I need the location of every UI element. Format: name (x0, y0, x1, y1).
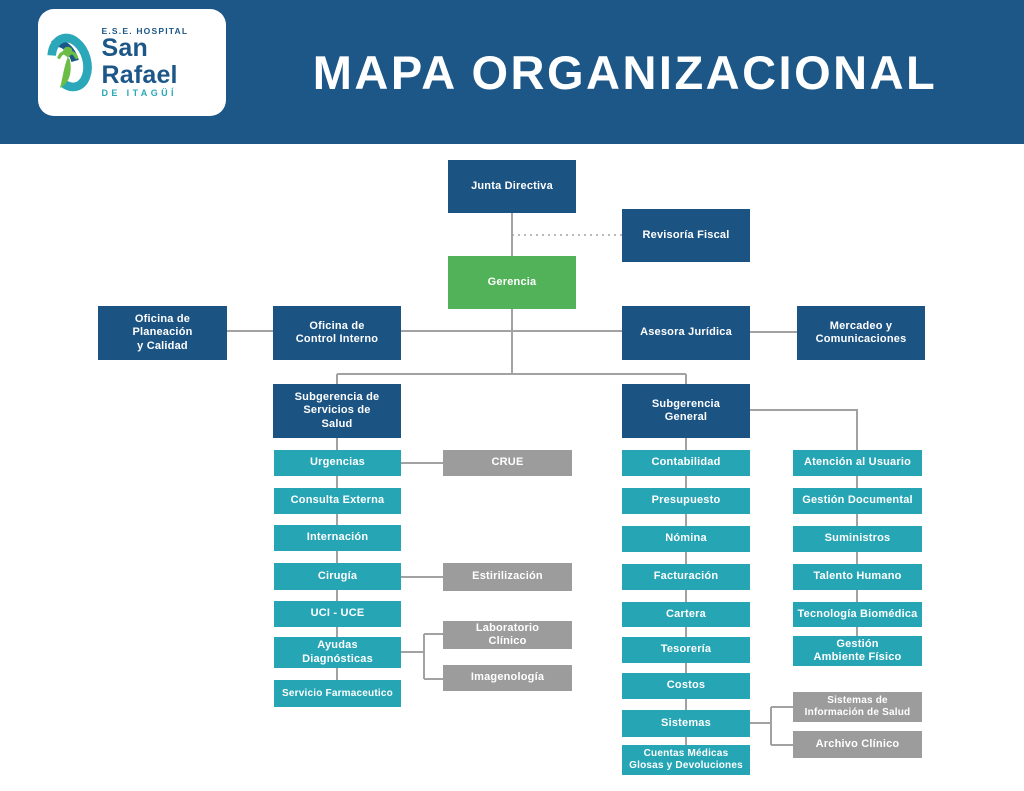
node-mercadeo-comunicaciones: Mercadeo y Comunicaciones (797, 306, 925, 360)
connector-sistemas-bracket (750, 706, 793, 746)
header-banner: E.S.E. HOSPITAL San Rafael DE ITAGÜÍ MAP… (0, 0, 1024, 144)
node-costos: Costos (622, 673, 750, 699)
node-cirugia: Cirugía (274, 563, 401, 590)
node-contabilidad: Contabilidad (622, 450, 750, 476)
connector-ayudas-bracket (401, 633, 443, 680)
node-gestion-ambiente-fisico: Gestión Ambiente Físico (793, 636, 922, 666)
node-urgencias: Urgencias (274, 450, 401, 476)
hospital-logo: E.S.E. HOSPITAL San Rafael DE ITAGÜÍ (38, 9, 226, 116)
node-estirilizacion: Estirilización (443, 563, 572, 591)
node-archivo-clinico: Archivo Clínico (793, 731, 922, 758)
logo-line3: DE ITAGÜÍ (101, 87, 177, 98)
node-oficina-planeacion: Oficina de Planeación y Calidad (98, 306, 227, 360)
hospital-logo-text: E.S.E. HOSPITAL San Rafael DE ITAGÜÍ (101, 25, 226, 99)
hospital-logo-icon (42, 33, 92, 91)
node-atencion-usuario: Atención al Usuario (793, 450, 922, 476)
logo-line2: San Rafael (101, 34, 178, 89)
node-sistemas-informacion-salud: Sistemas de Información de Salud (793, 692, 922, 722)
node-cartera: Cartera (622, 602, 750, 627)
node-oficina-control-interno: Oficina de Control Interno (273, 306, 401, 360)
node-facturacion: Facturación (622, 564, 750, 590)
node-laboratorio-clinico: Laboratorio Clínico (443, 621, 572, 649)
node-uci-uce: UCI - UCE (274, 601, 401, 627)
node-ayudas-diagnosticas: Ayudas Diagnósticas (274, 637, 401, 668)
node-tecnologia-biomedica: Tecnología Biomédica (793, 602, 922, 627)
node-consulta-externa: Consulta Externa (274, 488, 401, 514)
node-sistemas: Sistemas (622, 710, 750, 737)
logo-line1: E.S.E. HOSPITAL (101, 25, 189, 36)
node-junta-directiva: Junta Directiva (448, 160, 576, 213)
node-suministros: Suministros (793, 526, 922, 552)
node-asesora-juridica: Asesora Jurídica (622, 306, 750, 360)
node-servicio-farmaceutico: Servicio Farmaceutico (274, 680, 401, 707)
node-talento-humano: Talento Humano (793, 564, 922, 590)
node-crue: CRUE (443, 450, 572, 476)
node-subgerencia-general: Subgerencia General (622, 384, 750, 438)
connector-general-right-branch (750, 409, 858, 640)
node-tesoreria: Tesorería (622, 637, 750, 663)
node-internacion: Internación (274, 525, 401, 551)
node-nomina: Nómina (622, 526, 750, 552)
node-revisoria-fiscal: Revisoría Fiscal (622, 209, 750, 262)
node-presupuesto: Presupuesto (622, 488, 750, 514)
page-title: MAPA ORGANIZACIONAL (312, 45, 938, 99)
node-gerencia: Gerencia (448, 256, 576, 309)
node-subgerencia-servicios: Subgerencia de Servicios de Salud (273, 384, 401, 438)
node-cuentas-medicas: Cuentas Médicas Glosas y Devoluciones (622, 745, 750, 775)
node-imagenologia: Imagenología (443, 665, 572, 691)
node-gestion-documental: Gestión Documental (793, 488, 922, 514)
